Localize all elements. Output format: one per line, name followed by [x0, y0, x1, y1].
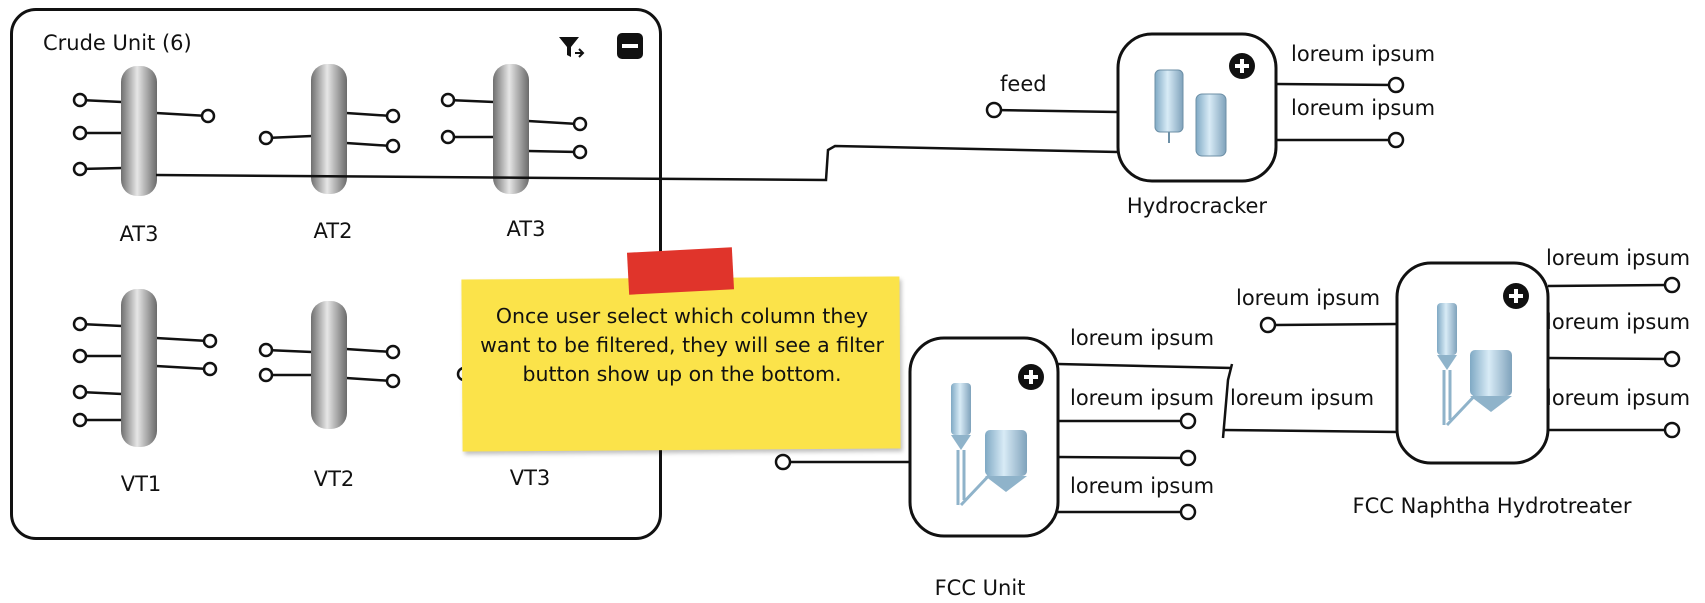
- fcc-naphtha-input-label: loreum ipsum: [1230, 386, 1375, 410]
- minus-square-icon[interactable]: [615, 31, 645, 61]
- column-label: AT2: [313, 219, 353, 243]
- column-label: VT2: [313, 467, 355, 491]
- fcc-unit-output-label: loreum ipsum: [1070, 326, 1215, 350]
- crude-unit-title: Crude Unit (6): [43, 31, 192, 55]
- fcc-unit-output-label: loreum ipsum: [1070, 474, 1215, 498]
- hydrocracker-vessel-icon: [1154, 69, 1227, 157]
- column-vt1[interactable]: [72, 289, 218, 447]
- hydrocracker-output-label: loreum ipsum: [1291, 42, 1436, 66]
- fcc-unit-expand-icon[interactable]: [1018, 364, 1044, 390]
- column-label: AT3: [506, 217, 546, 241]
- column-at3-b[interactable]: [440, 64, 588, 194]
- column-label: AT3: [119, 222, 159, 246]
- fcc-unit-name: FCC Unit: [934, 576, 1026, 600]
- fcc-naphtha-ports: [1221, 276, 1681, 439]
- filter-icon[interactable]: [557, 33, 587, 63]
- fcc-naphtha-output-label: loreum ipsum: [1546, 246, 1691, 270]
- fcc-naphtha-expand-icon[interactable]: [1503, 283, 1529, 309]
- hydrocracker-expand-icon[interactable]: [1229, 53, 1255, 79]
- connector-crude-to-hydrocracker: [155, 144, 1119, 182]
- hydrocracker-ports: [985, 76, 1405, 149]
- hydrocracker-output-label: loreum ipsum: [1291, 96, 1436, 120]
- column-label: VT3: [509, 466, 551, 490]
- fcc-naphtha-vessel-icon: [1437, 303, 1512, 427]
- hydrocracker-unit[interactable]: [1116, 32, 1278, 183]
- hydrocracker-input-label: feed: [1000, 72, 1047, 96]
- fcc-naphtha-output-label: loreum ipsum: [1546, 386, 1691, 410]
- fcc-unit-output-label: loreum ipsum: [1070, 386, 1215, 410]
- fcc-naphtha-hydrotreater[interactable]: [1395, 261, 1550, 465]
- column-label: VT1: [120, 472, 162, 496]
- fcc-unit-vessel-icon: [951, 383, 1027, 507]
- fcc-naphtha-output-label: loreum ipsum: [1546, 310, 1691, 334]
- fcc-naphtha-name: FCC Naphtha Hydrotreater: [1352, 494, 1632, 518]
- column-vt2[interactable]: [258, 301, 401, 429]
- sticky-note-text: Once user select which column they want …: [480, 304, 884, 386]
- crude-unit-group[interactable]: Crude Unit (6): [10, 8, 662, 540]
- column-at3-a[interactable]: [72, 66, 216, 196]
- fcc-unit[interactable]: [908, 336, 1060, 538]
- column-at2[interactable]: [258, 64, 401, 194]
- sticky-note-tape: [626, 247, 735, 295]
- fcc-unit-ports: [774, 362, 1233, 521]
- fcc-naphtha-input-label: loreum ipsum: [1236, 286, 1381, 310]
- hydrocracker-name: Hydrocracker: [1126, 194, 1268, 218]
